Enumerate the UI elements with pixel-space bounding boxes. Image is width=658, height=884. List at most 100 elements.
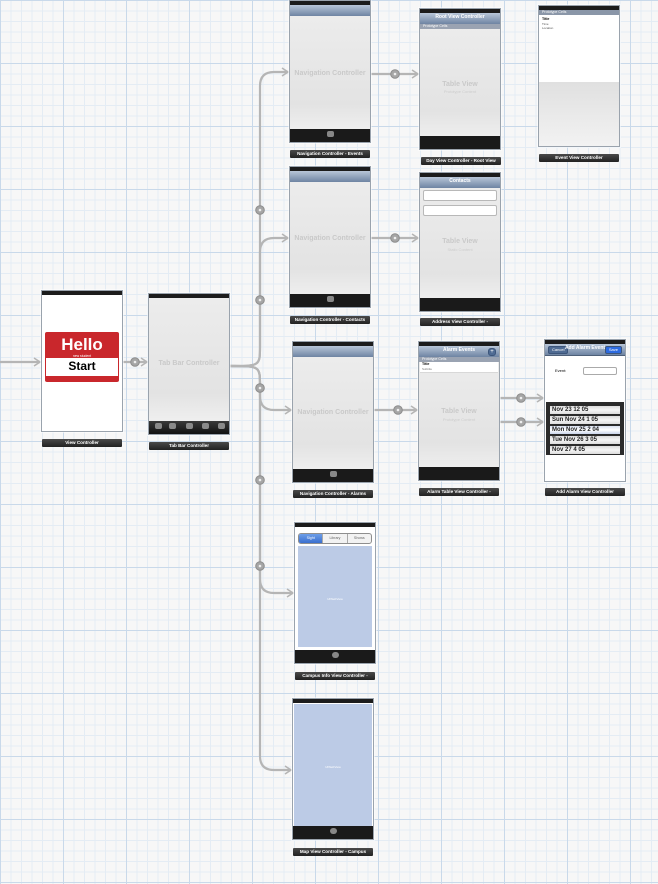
relationship-segue-4[interactable] bbox=[229, 364, 291, 772]
root-arrow-2 bbox=[410, 405, 419, 415]
segment-shows[interactable]: Shows bbox=[353, 536, 365, 540]
tab-bar[interactable] bbox=[295, 650, 375, 663]
status-bar bbox=[420, 173, 500, 177]
tab-bar[interactable] bbox=[293, 826, 373, 839]
cell-title: Title bbox=[420, 362, 498, 367]
status-bar bbox=[42, 291, 122, 295]
scene-alarm-table[interactable]: Alarm Events + Prototype Cells Title Sub… bbox=[418, 341, 500, 481]
picker-row: Nov 27 4 05 bbox=[550, 446, 620, 454]
status-bar bbox=[149, 294, 229, 298]
caption-add-alarm[interactable]: Add Alarm View Controller bbox=[545, 488, 625, 496]
root-arrow-1 bbox=[411, 233, 420, 243]
caption-alarm-table[interactable]: Alarm Table View Controller - bbox=[419, 488, 499, 496]
prototype-cells-header: Prototype Cells bbox=[539, 10, 619, 15]
caption-map-view[interactable]: Map View Controller - Campus bbox=[293, 848, 373, 856]
static-cell-1[interactable] bbox=[423, 190, 497, 201]
root-arrow-0 bbox=[411, 69, 420, 79]
segmented-control[interactable]: Sight Library Shows bbox=[298, 533, 372, 544]
event-input[interactable] bbox=[583, 367, 617, 375]
relationship-arrow-4 bbox=[284, 765, 293, 775]
caption-day-view[interactable]: Day View Controller - Root View bbox=[421, 157, 501, 165]
caption-address-view[interactable]: Address View Controller - bbox=[420, 318, 500, 326]
tab-icon[interactable] bbox=[169, 423, 176, 429]
segue-badge-dot bbox=[258, 386, 262, 390]
tab-icon[interactable] bbox=[327, 131, 334, 137]
tab-bar[interactable] bbox=[420, 136, 500, 149]
relationship-segue-1[interactable] bbox=[229, 236, 288, 368]
caption-nav-alarms[interactable]: Navigation Controller - Alarms bbox=[293, 490, 373, 498]
segue-badge-dot bbox=[258, 298, 262, 302]
segue-badge-dot bbox=[258, 208, 262, 212]
segue-badge-dot bbox=[133, 360, 137, 364]
relationship-arrow-1 bbox=[281, 233, 290, 243]
tab-bar[interactable] bbox=[419, 467, 499, 480]
tab-bar[interactable] bbox=[290, 129, 370, 142]
picker-row: Tue Nov 26 3 05 bbox=[550, 436, 620, 444]
tab-icon[interactable] bbox=[332, 652, 339, 658]
relationship-arrow-0 bbox=[281, 67, 290, 77]
date-picker[interactable]: Nov 23 12 05 Sun Nov 24 1 05 Mon Nov 25 … bbox=[546, 402, 624, 455]
tab-icon[interactable] bbox=[330, 471, 337, 477]
segue-badge-dot bbox=[519, 396, 523, 400]
table-view-label: Table View bbox=[442, 238, 478, 245]
status-bar bbox=[290, 1, 370, 5]
tab-bar[interactable] bbox=[149, 421, 229, 434]
tab-icon[interactable] bbox=[330, 828, 337, 834]
nav-title: Alarm Events bbox=[443, 347, 475, 353]
cancel-button[interactable]: Cancel bbox=[548, 346, 569, 354]
caption-event-view[interactable]: Event View Controller bbox=[539, 154, 619, 162]
tab-icon[interactable] bbox=[155, 423, 162, 429]
tab-bar[interactable] bbox=[420, 298, 500, 311]
scene-tab-bar-controller[interactable]: Tab Bar Controller bbox=[148, 293, 230, 435]
scene-nav-alarms[interactable]: Navigation Controller bbox=[292, 341, 374, 483]
scene-add-alarm[interactable]: Cancel Add Alarm Event Save Event: Nov 2… bbox=[544, 339, 626, 482]
caption-nav-contacts[interactable]: Navigation Controller - Contacts bbox=[290, 316, 370, 324]
navigation-bar: Cancel Add Alarm Event Save bbox=[545, 344, 625, 356]
nav-controller-label: Navigation Controller bbox=[297, 409, 369, 416]
scene-event-view[interactable]: Prototype Cells Title Time Location bbox=[538, 5, 620, 147]
status-bar bbox=[539, 6, 619, 10]
caption-nav-events[interactable]: Navigation Controller - Events bbox=[290, 150, 370, 158]
status-bar bbox=[545, 340, 625, 344]
nav-controller-label: Navigation Controller bbox=[294, 235, 366, 242]
tab-bar-controller-label: Tab Bar Controller bbox=[158, 360, 220, 367]
scene-campus-info[interactable]: Sight Library Shows UIWebView bbox=[294, 522, 376, 664]
add-button[interactable]: + bbox=[488, 348, 496, 356]
segue-badge-dot bbox=[519, 420, 523, 424]
nav-title: Contacts bbox=[449, 178, 471, 184]
segue-badge-dot bbox=[396, 408, 400, 412]
tab-icon[interactable] bbox=[218, 423, 225, 429]
scene-map-view[interactable]: UIWebView bbox=[292, 698, 374, 840]
scene-nav-events[interactable]: Navigation Controller bbox=[289, 0, 371, 143]
scene-view-controller[interactable]: Hello new student Start bbox=[41, 290, 123, 432]
table-view-label: Table View bbox=[442, 81, 478, 88]
nav-title: Add Alarm Event bbox=[564, 345, 606, 351]
scene-address-view[interactable]: Contacts Table View Static Content bbox=[419, 172, 501, 312]
web-view: UIWebView bbox=[294, 704, 372, 826]
scene-day-view[interactable]: Root View Controller Prototype Cells Tab… bbox=[419, 8, 501, 150]
picker-row-selected: Mon Nov 25 2 04 bbox=[550, 426, 620, 434]
segment-library[interactable]: Library bbox=[323, 534, 348, 543]
tab-icon[interactable] bbox=[186, 423, 193, 429]
caption-view-controller[interactable]: View Controller bbox=[42, 439, 122, 447]
tab-bar[interactable] bbox=[293, 469, 373, 482]
entry-arrow bbox=[33, 357, 42, 367]
picker-row: Nov 23 12 05 bbox=[550, 406, 620, 414]
tab-bar[interactable] bbox=[290, 294, 370, 307]
static-cell-2[interactable] bbox=[423, 205, 497, 216]
tab-icon[interactable] bbox=[202, 423, 209, 429]
start-button[interactable]: Start bbox=[68, 359, 96, 373]
push-arrow-1 bbox=[536, 417, 545, 427]
segue-badge-dot bbox=[258, 564, 262, 568]
caption-campus-info[interactable]: Campus Info View Controller - bbox=[295, 672, 375, 680]
segment-sight[interactable]: Sight bbox=[299, 534, 324, 543]
event-location-row: Location bbox=[540, 26, 618, 30]
prototype-cells-header: Prototype Cells bbox=[419, 357, 499, 362]
segue-arrow bbox=[140, 357, 149, 367]
scene-nav-contacts[interactable]: Navigation Controller bbox=[289, 166, 371, 308]
caption-tab-bar-controller[interactable]: Tab Bar Controller bbox=[149, 442, 229, 450]
tab-icon[interactable] bbox=[327, 296, 334, 302]
event-title-row: Title bbox=[540, 17, 618, 21]
save-button[interactable]: Save bbox=[604, 346, 622, 354]
